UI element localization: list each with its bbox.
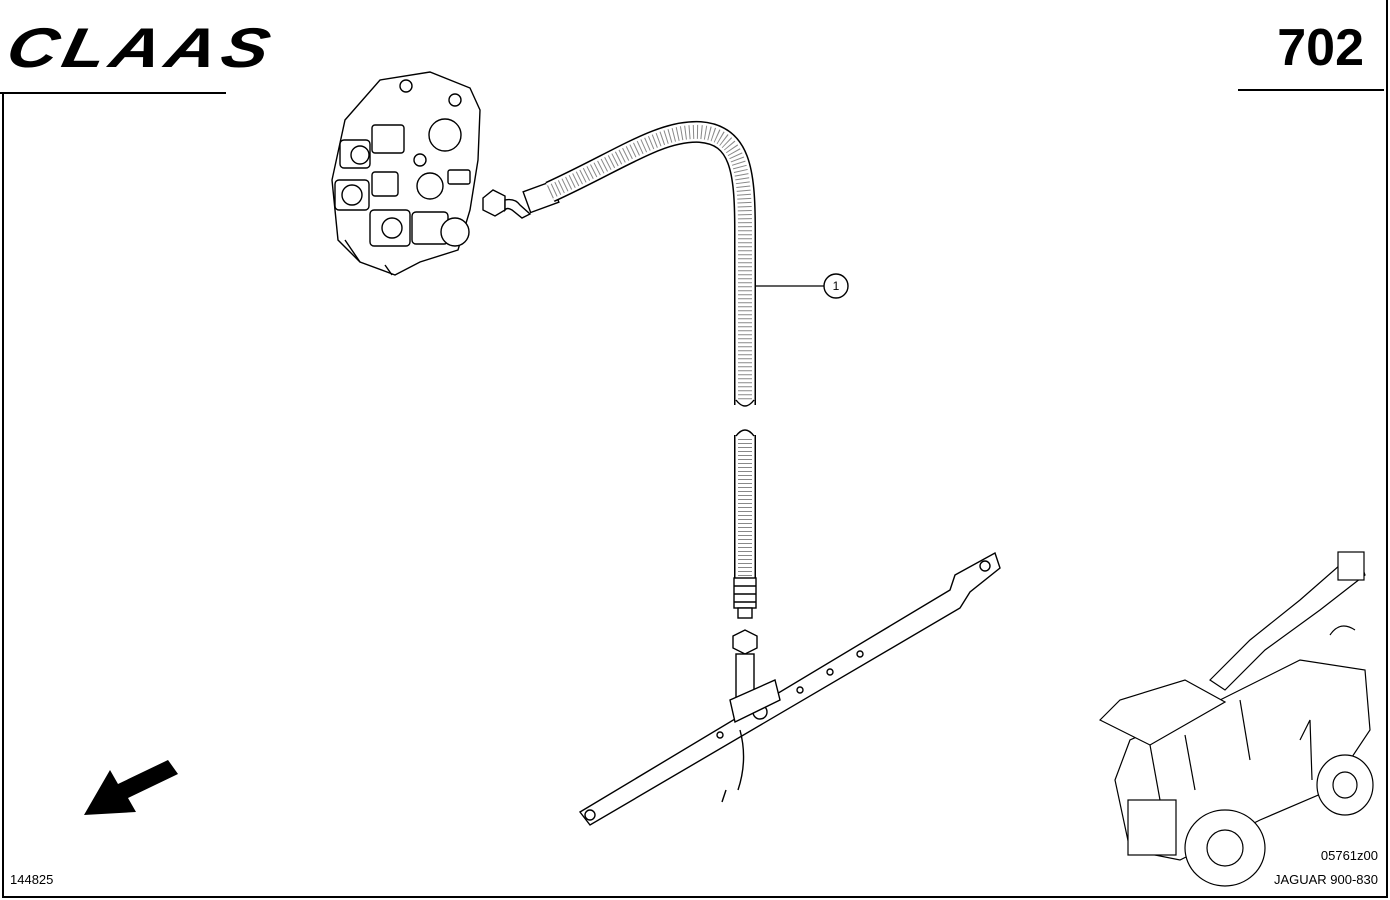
control-valve-block: [331, 71, 481, 276]
frame-left-border: [2, 92, 4, 898]
frame-bottom-border: [2, 896, 1388, 898]
model-name: JAGUAR 900-830: [1273, 872, 1378, 887]
direction-arrow-icon: [84, 760, 178, 815]
page-number: 702: [1277, 19, 1364, 77]
hydraulic-hose: [545, 120, 756, 580]
hose-fitting-lower: [732, 577, 758, 710]
header-rule-right: [1238, 89, 1384, 91]
header-rule-left: [0, 92, 226, 94]
mounting-bracket: [578, 551, 1001, 826]
drawing-code: 05761z00: [1320, 848, 1378, 863]
document-code: 144825: [10, 872, 54, 887]
callout-1: [756, 273, 849, 299]
hose-fitting-upper: [482, 180, 560, 219]
frame-right-border: [1386, 0, 1388, 898]
callout-1-label: 1: [832, 279, 840, 293]
forage-harvester-icon: [1098, 551, 1374, 887]
